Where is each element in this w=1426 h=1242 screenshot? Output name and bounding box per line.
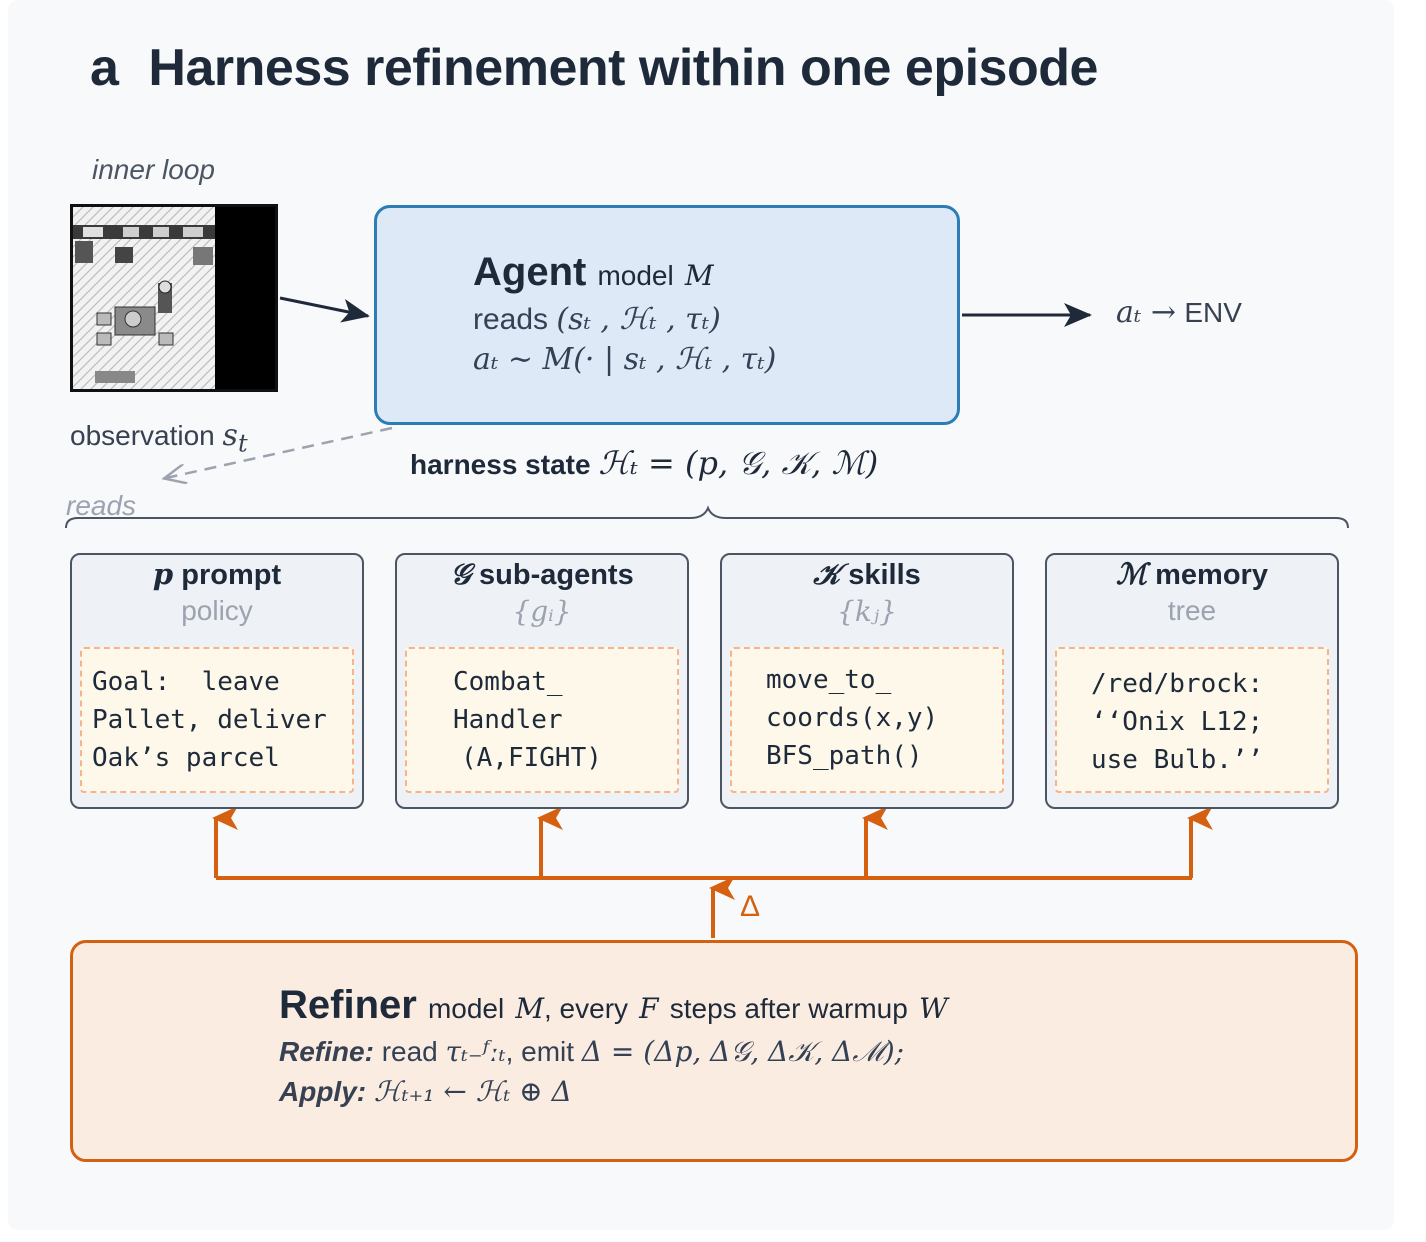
harness-state-label: harness state ℋₜ = (p, 𝒢, 𝒦, ℳ): [410, 444, 879, 482]
component-memory: ℳ memory tree /red/brock: ‘‘Onix L12; us…: [1045, 553, 1339, 809]
component-note: move_to_ coords(x,y) BFS_path(): [730, 647, 1004, 793]
refine-line: Refine: read τₜ₋ᶠːₜ, emit Δ = (Δp, Δ𝒢, Δ…: [279, 1035, 905, 1068]
obs-to-agent-arrow: [279, 296, 370, 323]
component-name: memory: [1155, 559, 1268, 591]
inner-loop-label: inner loop: [92, 154, 215, 185]
component-symbol: 𝒢: [450, 557, 471, 591]
component-note: Combat_ Handler (A,FIGHT): [405, 647, 679, 793]
action-output: aₜ → ENV: [1116, 295, 1242, 330]
agent-title: Agent model M: [473, 250, 714, 294]
refiner-box: Refiner model M, every F steps after war…: [70, 940, 1358, 1162]
reads-label: reads: [66, 490, 137, 521]
delta-label: Δ: [740, 890, 761, 923]
component-sub: {kⱼ}: [837, 595, 897, 628]
component-note: /red/brock: ‘‘Onix L12; use Bulb.’’: [1055, 647, 1329, 793]
apply-line: Apply: ℋₜ₊₁ ← ℋₜ ⊕ Δ: [279, 1075, 572, 1108]
harness-brace: [65, 505, 1349, 529]
refiner-title: Refiner model M, every F steps after war…: [279, 983, 948, 1027]
agent-reads-line: reads (sₜ , ℋₜ , τₜ): [473, 302, 721, 337]
component-name: skills: [848, 559, 921, 591]
component-sub-agents: 𝒢 sub-agents {gᵢ} Combat_ Handler (A,FIG…: [395, 553, 689, 809]
component-sub: {gᵢ}: [512, 595, 572, 628]
component-sub: tree: [1167, 595, 1217, 626]
refiner-arrows: [212, 806, 1213, 938]
component-name: prompt: [181, 559, 282, 591]
component-sub: policy: [181, 595, 253, 626]
game-screenshot: [70, 204, 278, 392]
component-skills: 𝒦 skills {kⱼ} move_to_ coords(x,y) BFS_p…: [720, 553, 1014, 809]
component-prompt: p prompt policy Goal: leave Pallet, deli…: [70, 553, 364, 809]
component-note: Goal: leave Pallet, deliver Oak’s parcel: [80, 647, 354, 793]
agent-policy-line: aₜ ∼ M(· | sₜ , ℋₜ , τₜ): [473, 342, 777, 377]
observation-label: observation st: [70, 418, 248, 458]
component-symbol: p: [152, 557, 174, 591]
component-symbol: 𝒦: [813, 557, 841, 591]
component-name: sub-agents: [479, 559, 634, 591]
component-symbol: ℳ: [1116, 557, 1148, 591]
agent-box: Agent model M reads (sₜ , ℋₜ , τₜ) aₜ ∼ …: [374, 205, 960, 425]
